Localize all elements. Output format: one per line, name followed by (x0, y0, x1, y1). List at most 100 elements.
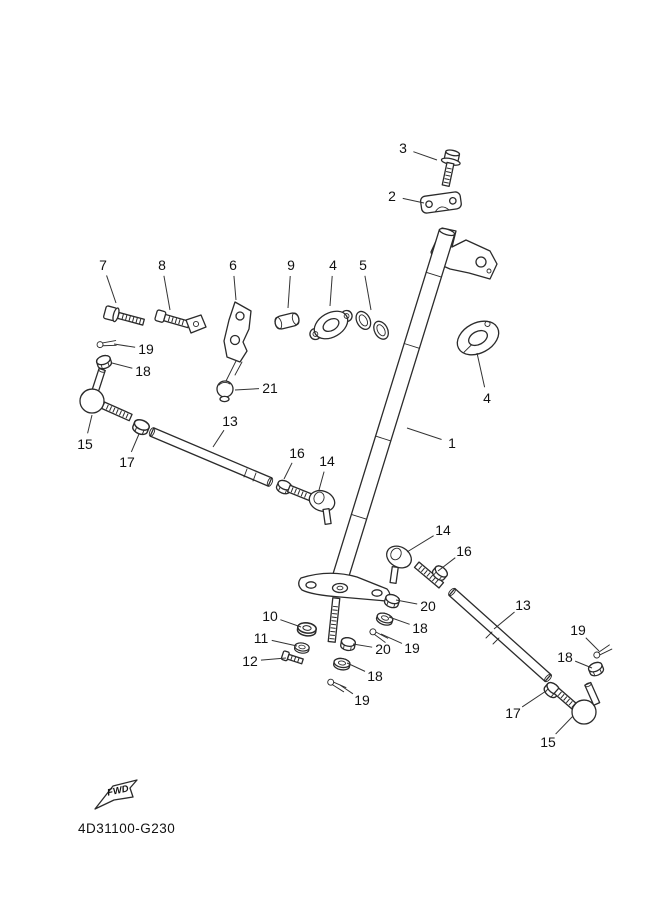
callout-21: 21 (262, 380, 278, 396)
washer-10 (296, 620, 318, 638)
leader-line-19 (113, 343, 136, 348)
leader-line-17 (130, 433, 140, 453)
callout-13: 13 (222, 413, 238, 429)
tie-rod-13-right (448, 587, 552, 683)
cotter-pin-19-right-outer (592, 643, 613, 660)
callout-13: 13 (515, 597, 531, 613)
leader-line-18 (388, 616, 410, 625)
callout-14: 14 (435, 522, 451, 538)
leader-line-20 (352, 643, 373, 648)
leader-line-18 (574, 660, 593, 669)
callout-19: 19 (570, 622, 586, 638)
callout-20: 20 (420, 598, 436, 614)
callout-19: 19 (138, 341, 154, 357)
tie-rod-end-14-right (386, 545, 445, 589)
leader-line-8 (163, 275, 171, 311)
leader-line-14 (318, 471, 325, 491)
callout-1: 1 (448, 435, 456, 451)
leader-line-18 (111, 362, 133, 369)
bolt-bracket-8 (154, 309, 207, 334)
callout-4: 4 (329, 257, 337, 273)
leader-line-14 (406, 535, 434, 553)
leader-line-17 (521, 690, 547, 708)
leader-line-19 (339, 684, 354, 695)
pitman-arm (298, 572, 391, 602)
callout-17: 17 (505, 705, 521, 721)
leader-line-18 (346, 662, 366, 672)
o-ring-washers-5 (355, 310, 389, 340)
callout-14: 14 (319, 453, 335, 469)
callout-2: 2 (388, 188, 396, 204)
leader-line-19 (585, 637, 600, 652)
clamp-half-4-left (309, 309, 353, 341)
callout-15: 15 (77, 436, 93, 452)
column-lower-stud (327, 597, 341, 643)
callout-17: 17 (119, 454, 135, 470)
washer-18-right (374, 610, 395, 628)
steering-column-tube (328, 227, 456, 592)
diagram-code: 4D31100-G230 (78, 821, 175, 836)
washer-18-center (332, 656, 352, 672)
callout-12: 12 (242, 653, 258, 669)
leader-line-16 (283, 462, 293, 480)
fwd-label: FWD (106, 783, 130, 798)
callout-18: 18 (557, 649, 573, 665)
hex-bolt-7 (102, 305, 145, 326)
leader-line-1 (406, 427, 442, 440)
bolt-12 (280, 650, 304, 665)
leader-line-3 (413, 151, 438, 161)
leader-line-15 (87, 414, 93, 434)
callout-5: 5 (359, 257, 367, 273)
callout-4: 4 (483, 390, 491, 406)
leader-line-16 (437, 557, 456, 572)
callout-9: 9 (287, 257, 295, 273)
leader-line-21 (234, 388, 260, 391)
callout-18: 18 (367, 668, 383, 684)
leader-line-4 (329, 275, 333, 307)
collar-bushing-9 (274, 312, 300, 330)
leader-line-20 (395, 599, 418, 605)
leader-line-13 (493, 611, 515, 630)
callout-19: 19 (404, 640, 420, 656)
callout-11: 11 (254, 630, 269, 646)
tie-rod-end-14-left (286, 484, 336, 525)
tie-rod-end-15-left (79, 367, 133, 422)
callout-15: 15 (540, 734, 556, 750)
leader-line-12 (260, 657, 287, 661)
callout-10: 10 (262, 608, 278, 624)
callout-16: 16 (289, 445, 305, 461)
callout-18: 18 (135, 363, 151, 379)
flange-bolt-3 (440, 149, 461, 188)
leader-line-19 (380, 633, 403, 644)
leader-line-7 (106, 275, 117, 304)
cotter-pin-19-center (326, 677, 347, 693)
clamp-half-4-right (456, 320, 500, 356)
callout-6: 6 (229, 257, 237, 273)
callout-leaders (87, 151, 600, 735)
leader-line-4 (476, 352, 486, 388)
leader-line-5 (364, 275, 372, 311)
leader-line-11 (271, 639, 298, 647)
callout-7: 7 (99, 257, 107, 273)
jam-nut-17-left (130, 417, 152, 438)
leader-line-10 (280, 619, 302, 628)
callout-8: 8 (158, 257, 166, 273)
callout-20: 20 (375, 641, 391, 657)
castle-nut-18-right-outer (586, 659, 606, 679)
callout-16: 16 (456, 543, 472, 559)
callout-19: 19 (354, 692, 370, 708)
tie-rod-13-left (148, 427, 274, 487)
cotter-pin-19-left (96, 339, 117, 349)
castle-nut-18-left (94, 353, 114, 371)
steering-bracket-6 (223, 301, 252, 382)
ball-joint-21 (216, 380, 234, 403)
leader-line-15 (555, 715, 574, 735)
callout-3: 3 (399, 140, 407, 156)
leader-line-13 (212, 429, 225, 448)
leader-line-6 (233, 275, 237, 301)
leader-line-2 (402, 197, 425, 204)
tie-rod-end-15-right (553, 681, 601, 725)
callout-18: 18 (412, 620, 428, 636)
